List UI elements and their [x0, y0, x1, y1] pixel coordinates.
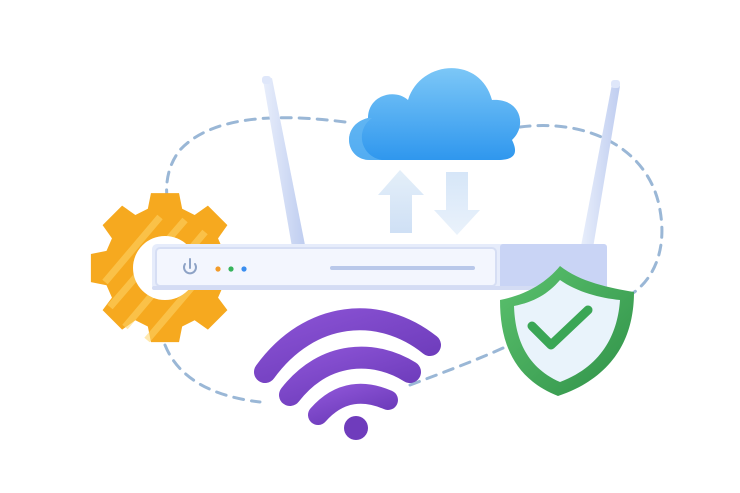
router-vent-slot	[330, 266, 475, 270]
antenna	[581, 80, 620, 248]
router	[152, 244, 607, 290]
antenna	[262, 76, 305, 247]
download-arrow-icon	[434, 172, 480, 235]
shield-check-icon	[500, 266, 634, 396]
status-leds	[215, 266, 247, 272]
wifi-icon	[254, 308, 441, 440]
cloud-icon	[349, 68, 521, 160]
upload-arrow-icon	[378, 170, 424, 233]
power-icon	[183, 258, 197, 275]
